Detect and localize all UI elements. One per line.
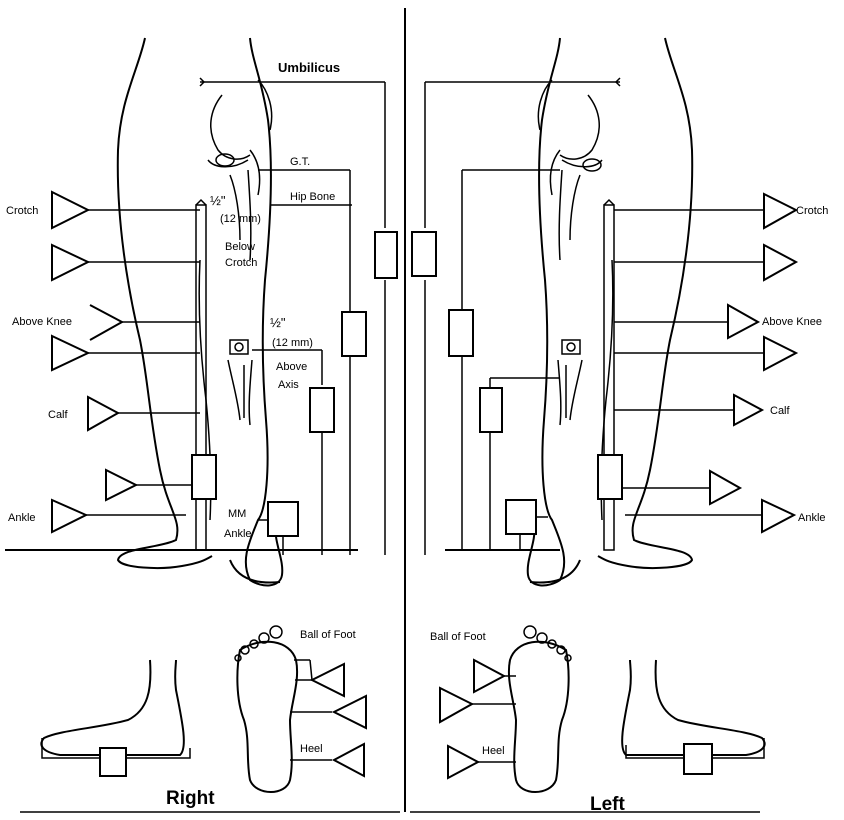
right-ball-of-foot-label: Ball of Foot	[300, 629, 356, 641]
knee-gauge-left	[480, 388, 502, 432]
half-inch-label-2: ½"	[270, 315, 286, 330]
axis-label: Axis	[278, 379, 299, 391]
right-calf-marker	[88, 397, 200, 430]
left-knee-marker	[614, 337, 796, 370]
left-above-knee-marker	[614, 305, 758, 338]
left-crotch-marker	[614, 194, 796, 228]
gt-label: G.T.	[290, 156, 310, 168]
left-plantar-foot	[509, 626, 571, 792]
left-lower-calf-marker	[622, 471, 740, 504]
right-plantar-foot	[235, 626, 297, 792]
umbilicus-gauge-left	[412, 232, 436, 276]
left-below-crotch-marker	[614, 245, 796, 280]
half-inch-label-1: ½"	[210, 193, 226, 208]
right-calf-label: Calf	[48, 409, 69, 421]
below-crotch-label: Crotch	[225, 257, 257, 269]
umbilicus-label: Umbilicus	[278, 60, 340, 75]
left-leg-outline	[528, 38, 693, 585]
left-heel-label: Heel	[482, 745, 505, 757]
right-above-knee-label: Above Knee	[12, 316, 72, 328]
left-side-title: Left	[590, 794, 626, 815]
left-calf-marker	[614, 395, 762, 425]
left-midfoot-marker	[440, 688, 516, 722]
mm-label: MM	[228, 508, 246, 520]
umbilicus-gauge-right	[375, 232, 397, 278]
left-side-foot	[622, 660, 764, 774]
left-pelvis-bone	[538, 80, 602, 425]
hip-bone-label: Hip Bone	[290, 191, 335, 203]
knee-gauge-right	[310, 388, 334, 432]
gt-gauge-right	[342, 312, 366, 356]
above-label: Above	[276, 361, 307, 373]
right-leg-outline	[118, 38, 283, 585]
right-stick-gauge	[192, 455, 216, 499]
left-above-knee-label: Above Knee	[762, 316, 822, 328]
gt-gauge-left	[449, 310, 473, 356]
left-ball-of-foot-label: Ball of Foot	[430, 631, 486, 643]
right-lower-calf-marker	[106, 470, 192, 500]
right-crotch-marker	[52, 192, 200, 228]
right-ball-of-foot-marker	[294, 660, 344, 696]
right-midfoot-marker	[290, 696, 366, 728]
right-crotch-label: Crotch	[6, 205, 38, 217]
left-ankle-label: Ankle	[798, 512, 826, 524]
mm-ankle-label: Ankle	[224, 528, 252, 540]
left-calf-label: Calf	[770, 405, 791, 417]
right-ankle-marker	[52, 500, 186, 532]
right-side-foot	[41, 660, 190, 776]
right-above-knee-marker	[90, 305, 200, 340]
twelve-mm-label-1: (12 mm)	[220, 213, 261, 225]
right-heel-label: Heel	[300, 743, 323, 755]
below-label: Below	[225, 241, 255, 253]
left-crotch-label: Crotch	[796, 205, 828, 217]
mm-ankle-gauge	[268, 502, 298, 536]
twelve-mm-label-2: (12 mm)	[272, 337, 313, 349]
left-stick-gauge	[598, 455, 622, 499]
right-knee-marker	[52, 336, 200, 370]
right-side-title: Right	[166, 788, 215, 809]
right-ankle-label: Ankle	[8, 512, 36, 524]
left-ankle-gauge	[506, 500, 536, 534]
